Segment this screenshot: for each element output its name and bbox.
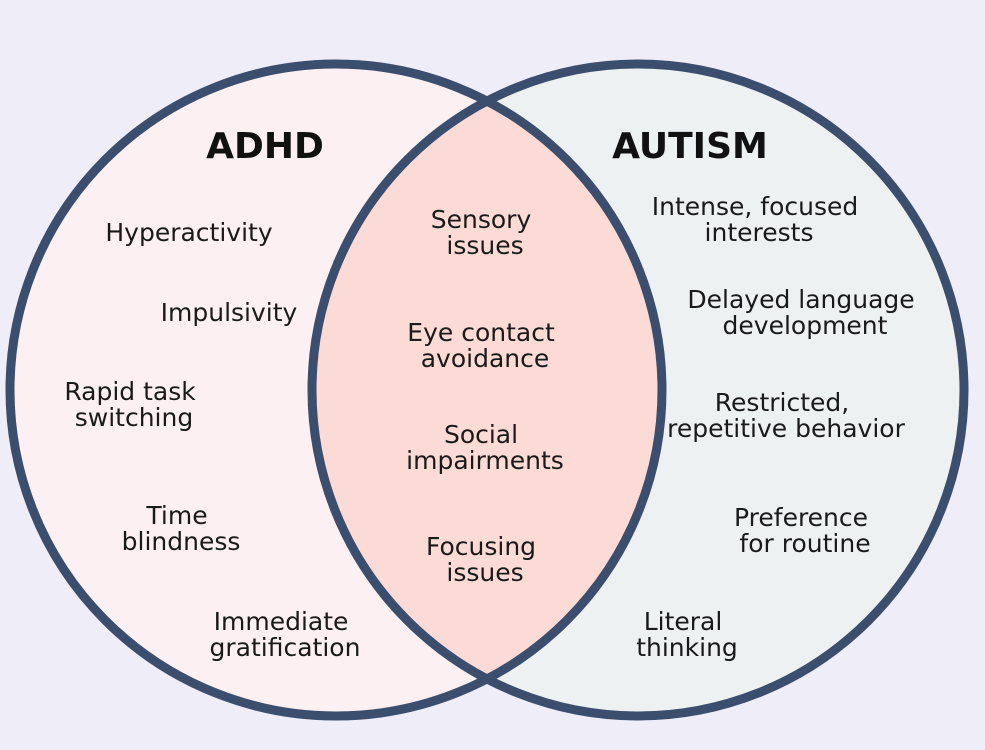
overlap-region	[312, 64, 662, 716]
adhd-item: Rapid task switching	[64, 377, 203, 432]
autism-item: Literal thinking	[636, 607, 738, 662]
autism-title: AUTISM	[612, 126, 768, 167]
overlap-item: Focusing issues	[426, 532, 544, 587]
overlap-item: Eye contact avoidance	[407, 318, 562, 373]
autism-item: Delayed language development	[687, 285, 922, 340]
autism-circle-outline	[307, 59, 969, 721]
adhd-item: Time blindness	[122, 501, 241, 556]
adhd-item: Immediate gratification	[210, 607, 361, 662]
overlap-item: Sensory issues	[431, 205, 539, 260]
adhd-title: ADHD	[206, 126, 324, 167]
autism-item: Restricted, repetitive behavior	[667, 388, 905, 443]
adhd-item: Hyperactivity	[105, 218, 272, 247]
autism-item: Intense, focused interests	[652, 192, 866, 247]
adhd-item: Impulsivity	[161, 298, 298, 327]
overlap-item: Social impairments	[406, 420, 564, 475]
adhd-circle-outline	[5, 59, 667, 721]
autism-item: Preference for routine	[734, 503, 876, 558]
